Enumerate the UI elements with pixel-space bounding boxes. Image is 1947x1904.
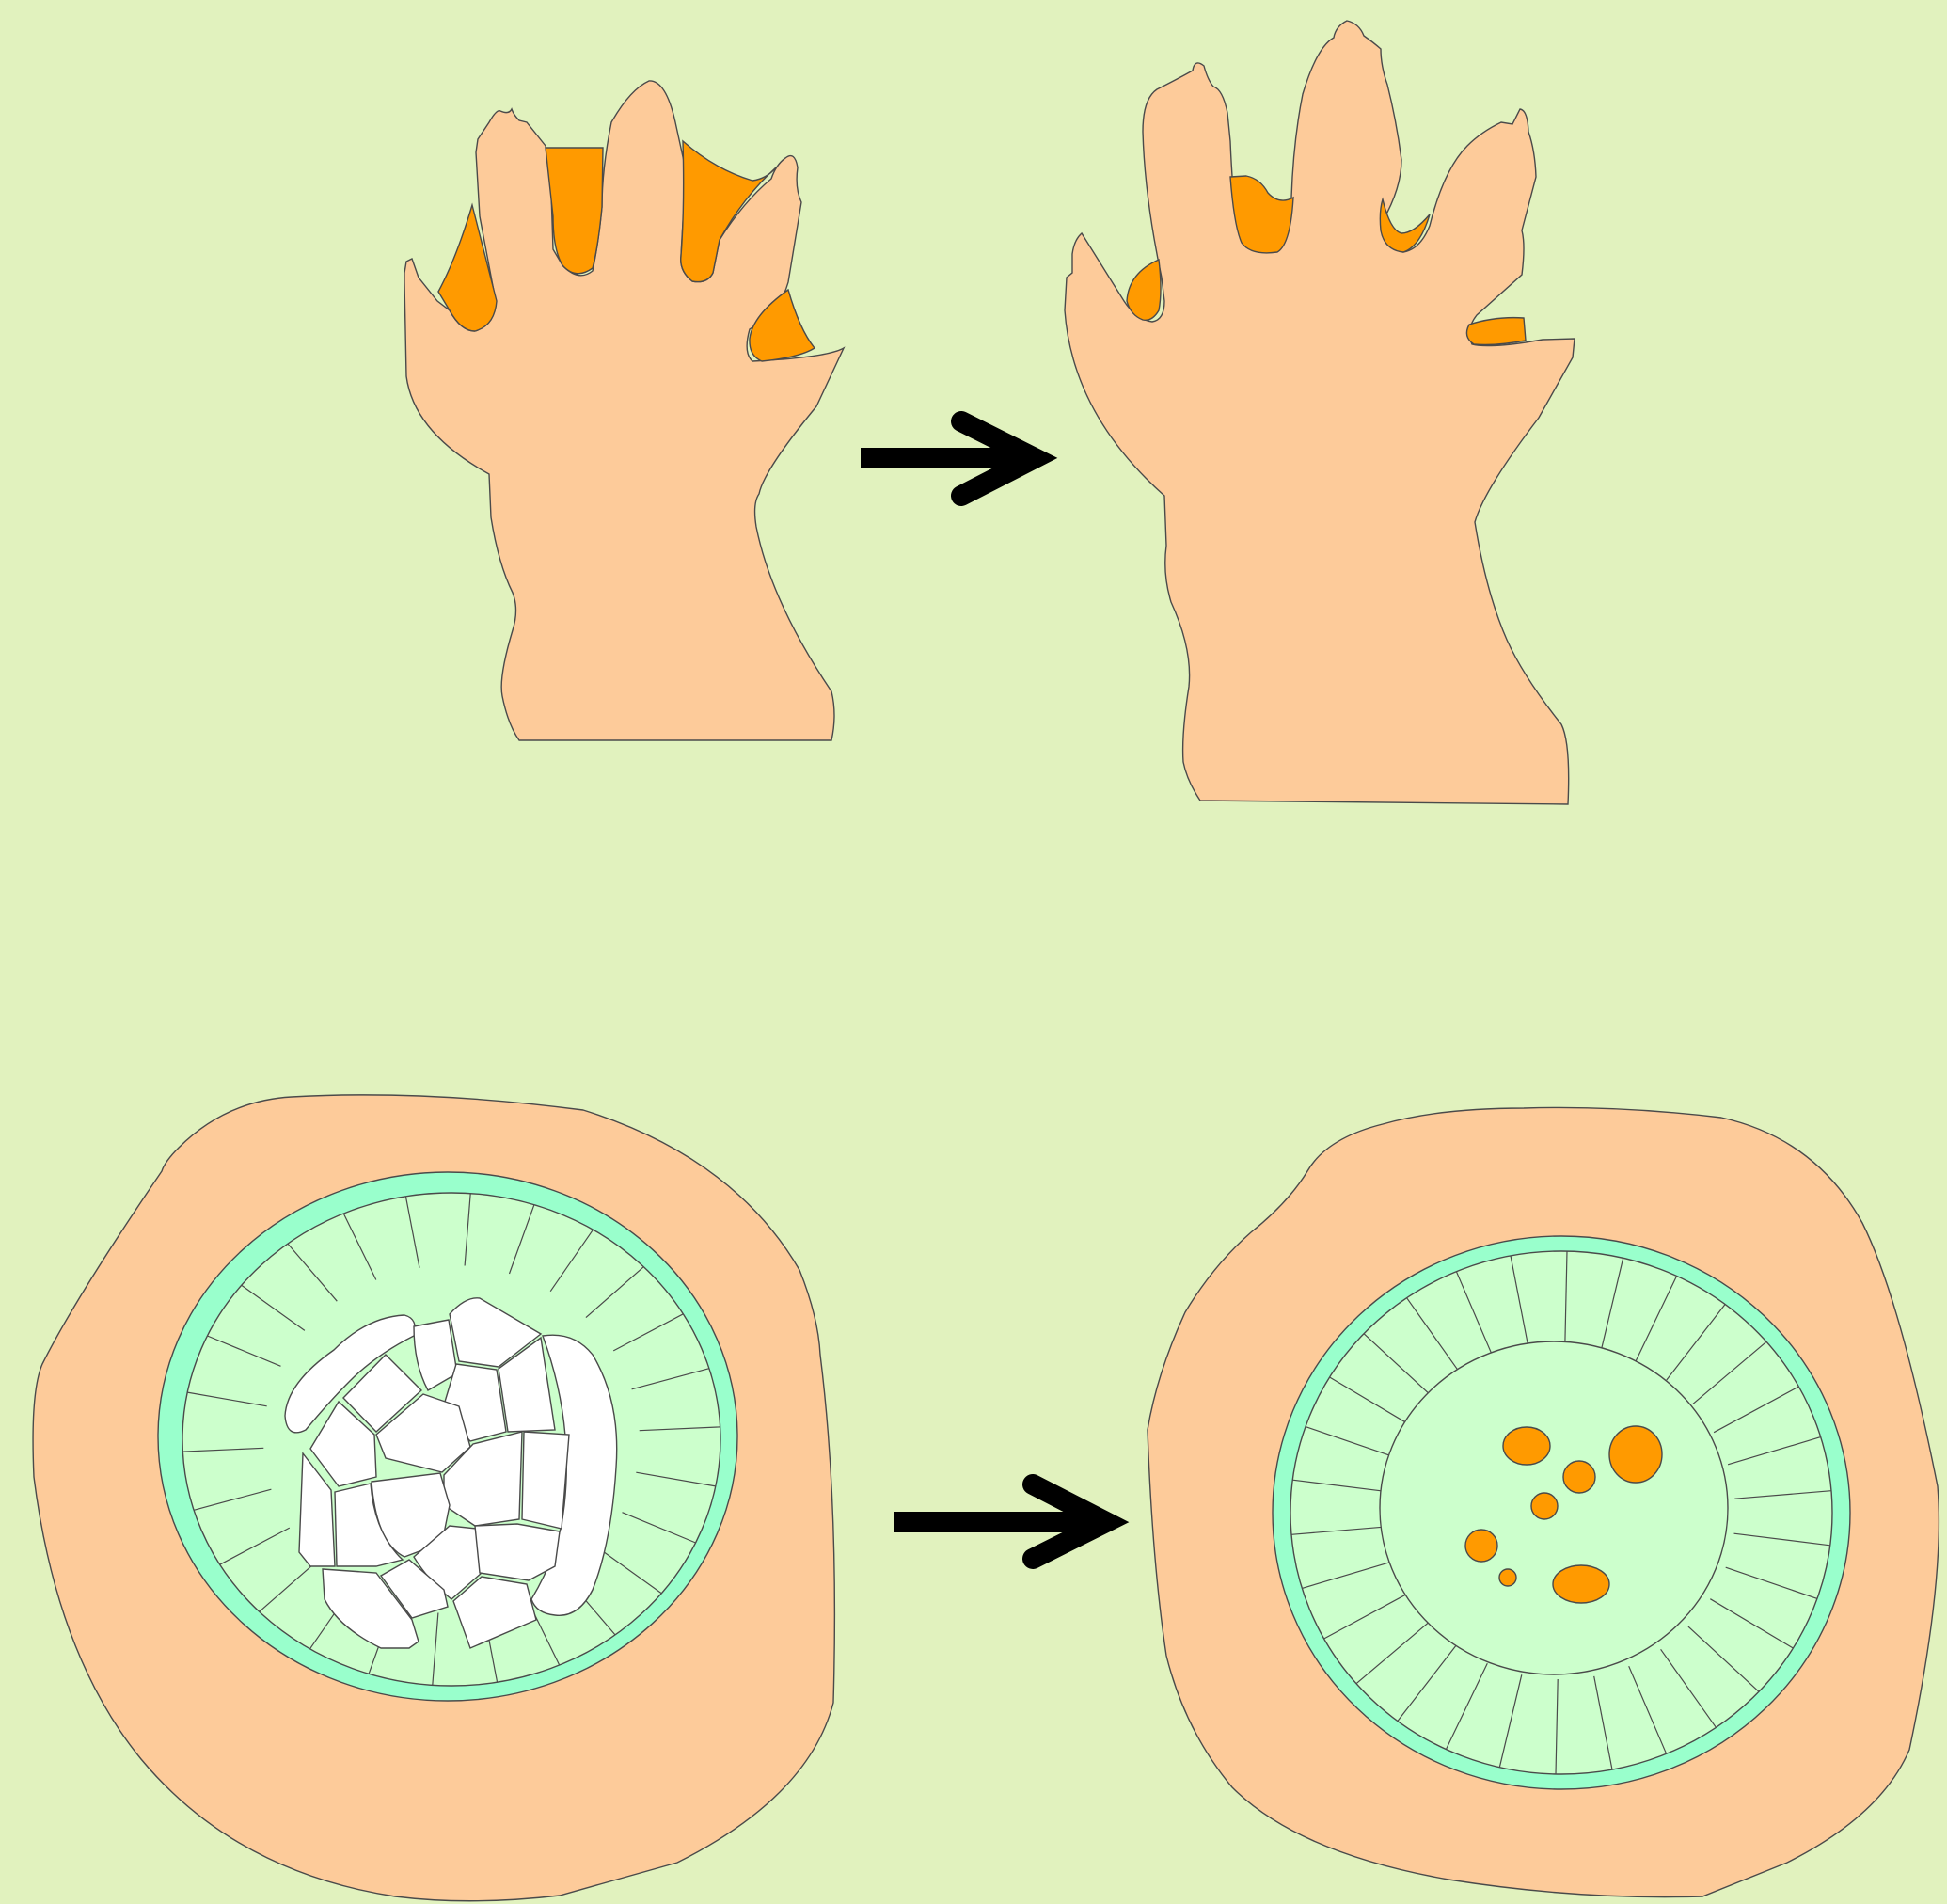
- vesicle: [1563, 1461, 1595, 1493]
- cell-cluster: [285, 1298, 617, 1648]
- vesicle: [1503, 1427, 1550, 1465]
- vesicle: [1531, 1493, 1558, 1519]
- cross-section-after: [1148, 1107, 1939, 1896]
- vesicle: [1499, 1569, 1516, 1586]
- vesicle: [1553, 1565, 1609, 1603]
- vesicle: [1465, 1530, 1497, 1562]
- vesicle: [1609, 1426, 1662, 1483]
- cell: [522, 1432, 569, 1529]
